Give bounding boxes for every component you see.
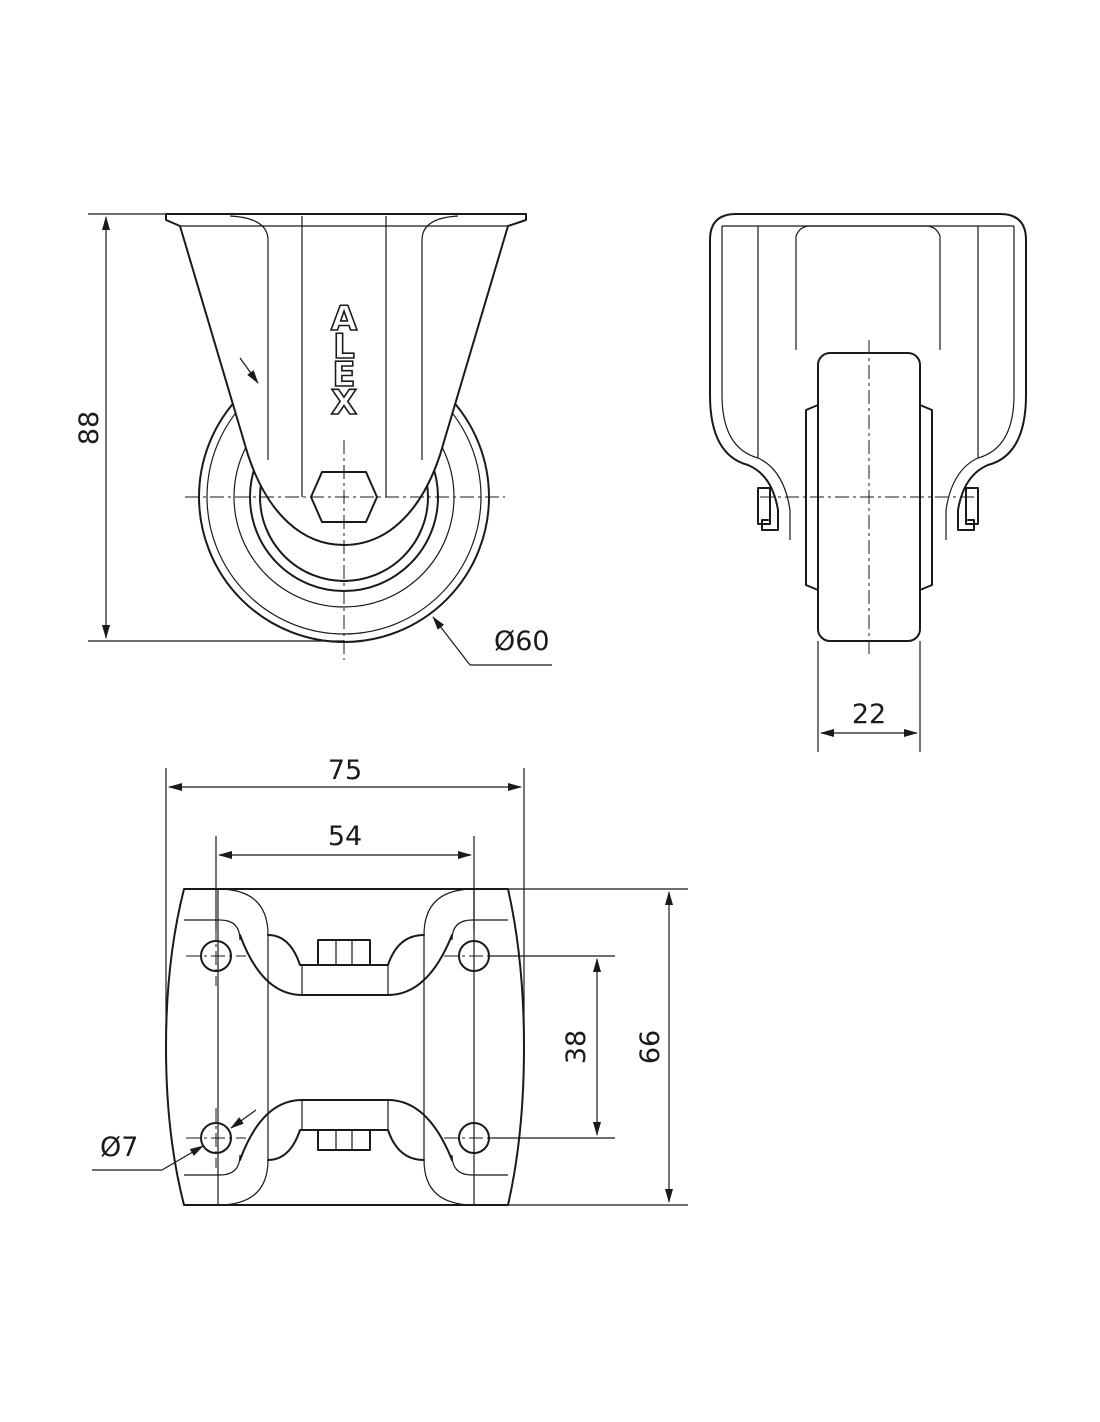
wheel-width-dimension: 22: [817, 641, 921, 752]
side-view: A L E X 88 Ø60: [74, 213, 552, 666]
axle-nut-top-icon: [317, 939, 371, 966]
wheel-diameter-label: Ø60: [494, 626, 550, 657]
hole-spacing-x-dimension: 54: [215, 821, 475, 930]
axle-nut-right-icon: [965, 487, 979, 525]
axle-nut-bottom-icon: [317, 1129, 371, 1151]
wheel-diameter-dimension: Ø60: [432, 616, 552, 666]
hole-spacing-y-dimension: 38: [490, 955, 615, 1139]
brand-logo: A L E X: [330, 298, 359, 424]
logo-letter-e: E: [332, 355, 355, 395]
logo-letter-l: L: [333, 327, 355, 367]
hole-spacing-x-label: 54: [328, 821, 362, 852]
plate-length-label: 66: [635, 1030, 666, 1064]
plate-width-label: 75: [328, 755, 362, 786]
front-view: 22: [709, 213, 1027, 752]
mounting-plate: [165, 888, 525, 1206]
wheel-width-label: 22: [852, 699, 886, 730]
axle-nut-left-icon: [757, 487, 771, 525]
logo-letter-a: A: [331, 299, 358, 339]
height-dimension: 88: [74, 213, 344, 642]
direction-arrow-icon: [239, 357, 259, 384]
hole-diameter-dimension: Ø7: [92, 1109, 257, 1171]
plate-length-dimension: 66: [508, 888, 688, 1206]
hole-diameter-label: Ø7: [100, 1132, 138, 1163]
plate-corner-pads: [184, 888, 508, 1206]
top-view: 75 54 38 66 Ø7: [92, 755, 688, 1206]
fork-front: [709, 213, 1027, 531]
hole-spacing-y-label: 38: [561, 1030, 592, 1064]
logo-letter-x: X: [331, 383, 357, 423]
plate-width-dimension: 75: [165, 755, 525, 1047]
height-dimension-label: 88: [74, 411, 105, 445]
mounting-holes: [186, 926, 504, 1168]
